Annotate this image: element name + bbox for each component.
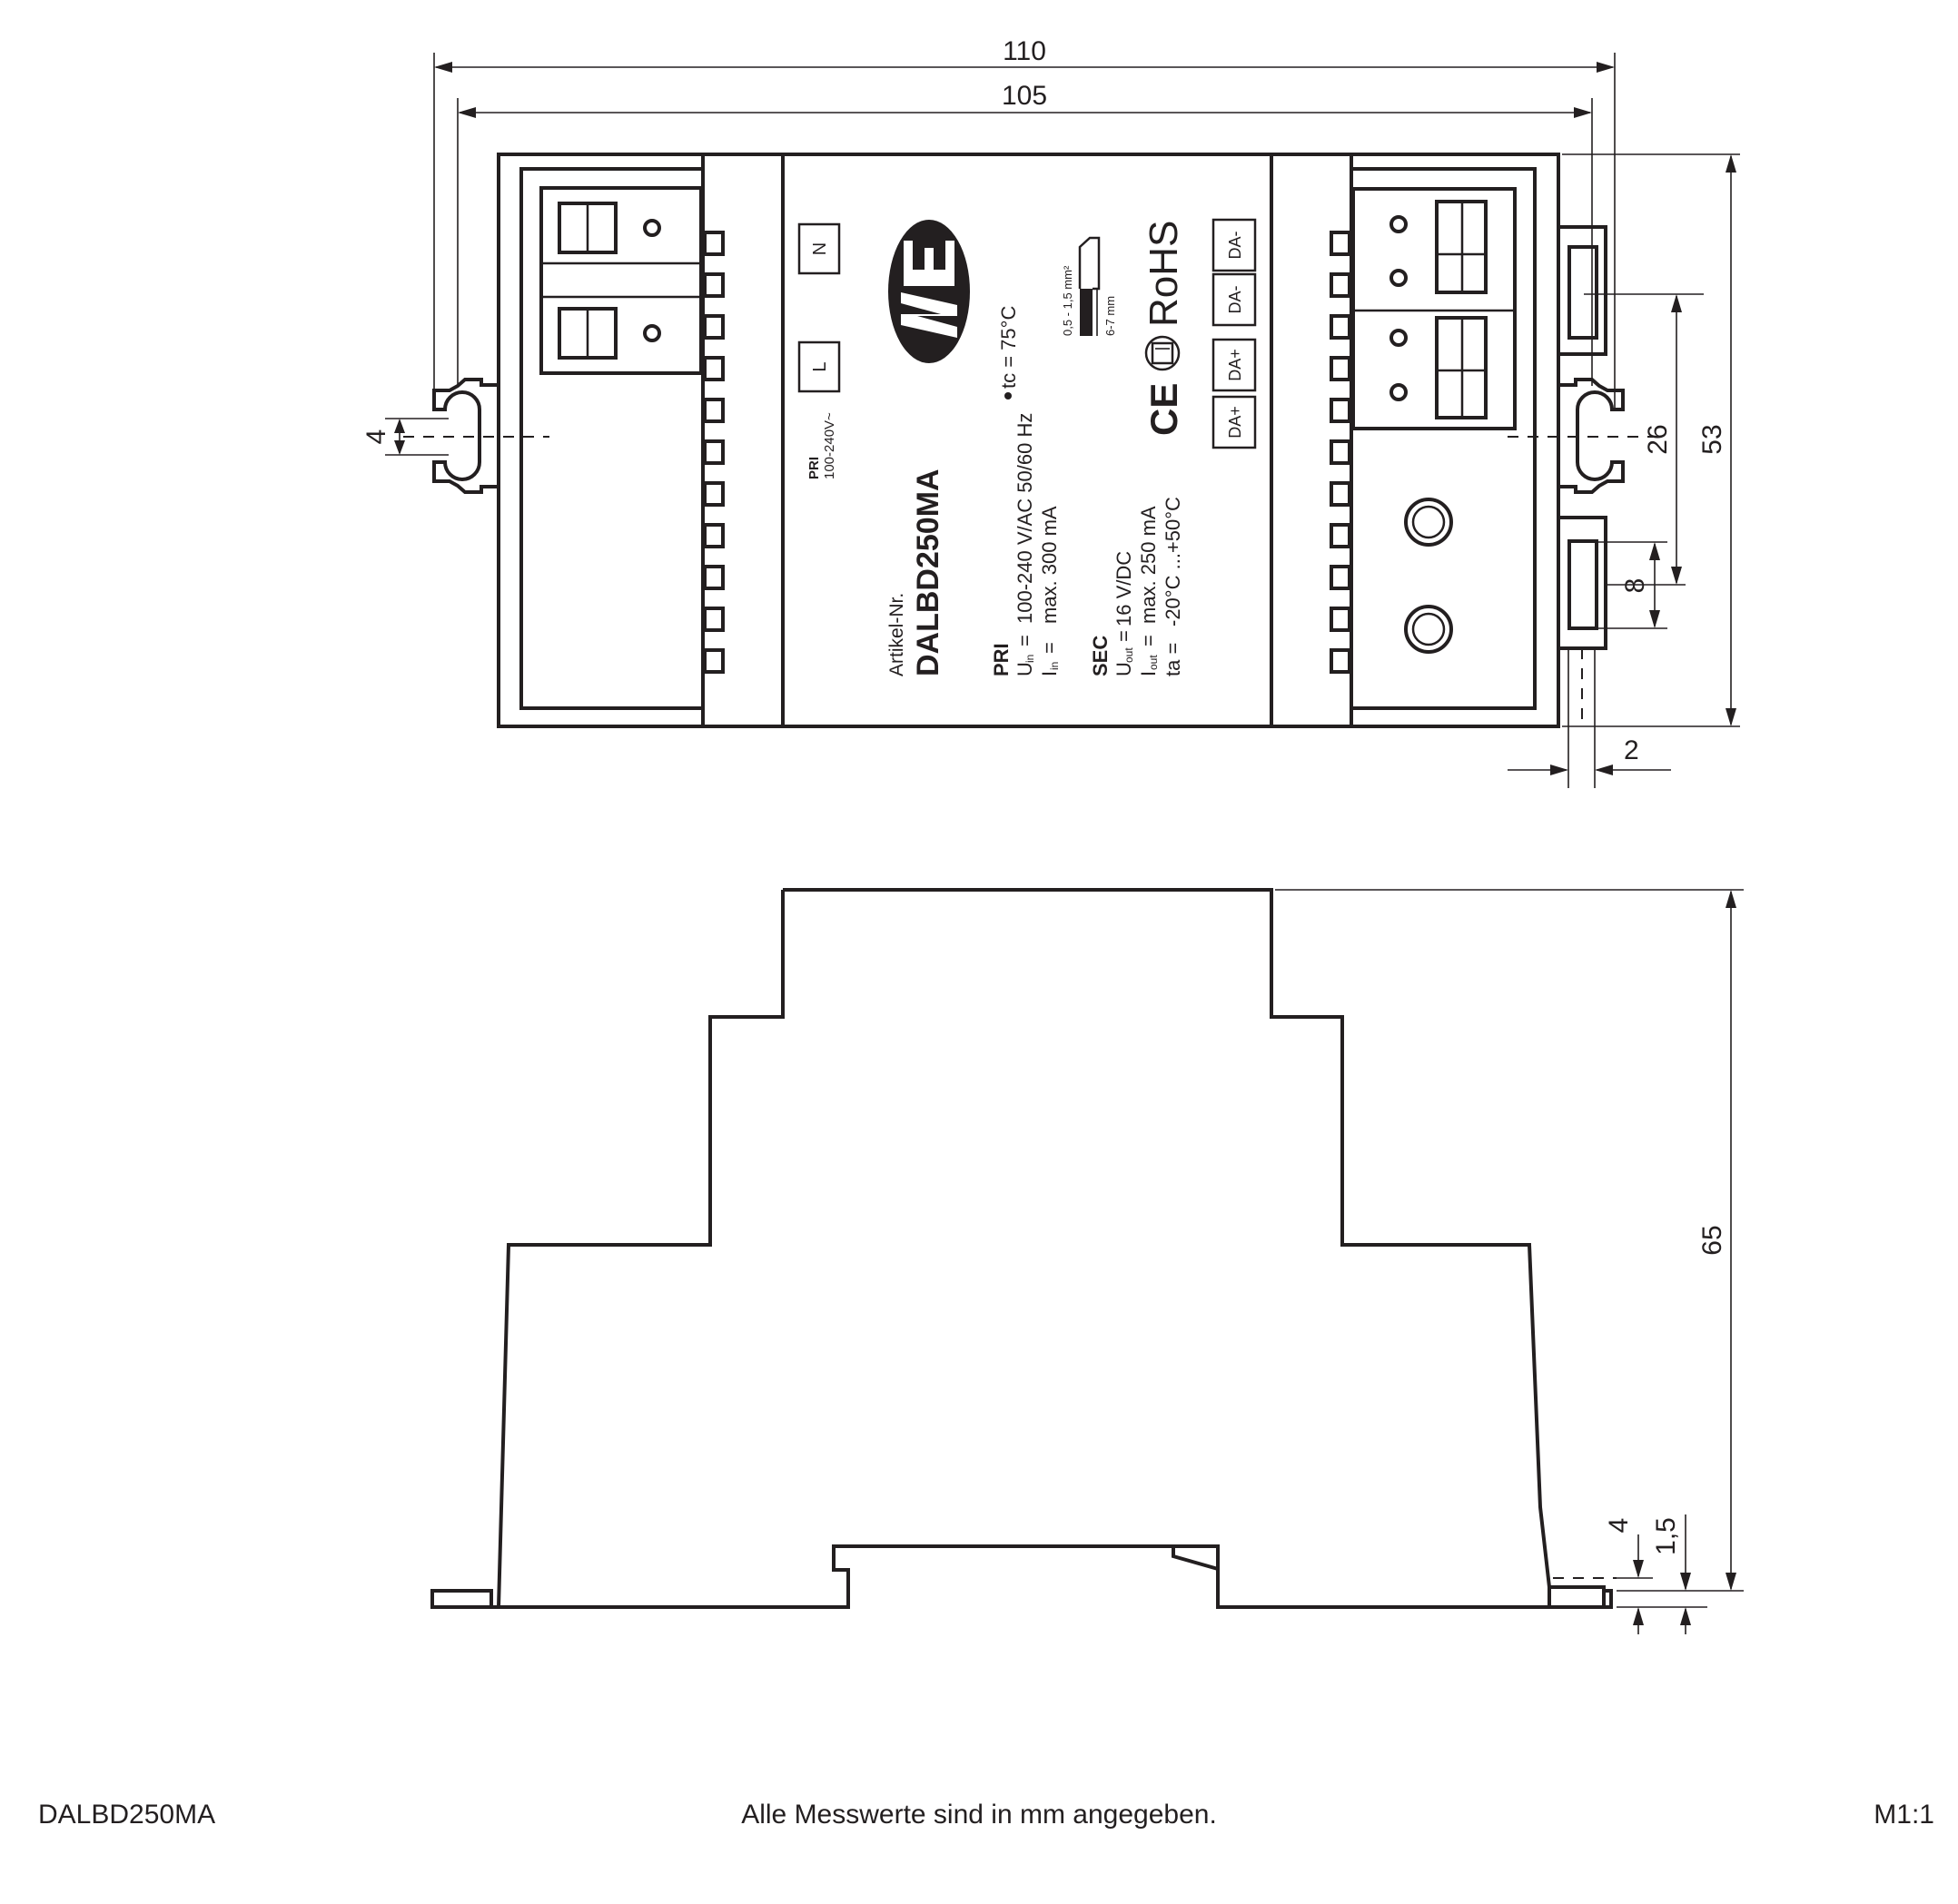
pri-voltage-label: 100-240V~	[822, 412, 837, 479]
dim-4b-text: 4	[1604, 1518, 1634, 1534]
da-label-2: DA-	[1226, 285, 1244, 313]
uout-eq: =	[1112, 630, 1135, 642]
iin-sub: in	[1048, 662, 1061, 670]
rib	[703, 565, 725, 590]
rib	[703, 356, 725, 381]
right-terminal-block	[1351, 187, 1517, 430]
footer-note: Alle Messwerte sind in mm angegeben.	[741, 1800, 1217, 1830]
iout-symbol: I	[1137, 671, 1160, 676]
wire-strip-icon: 0,5 - 1,5 mm² 6-7 mm	[1061, 236, 1117, 336]
rib	[1330, 523, 1351, 548]
rib	[1330, 481, 1351, 507]
rib	[1330, 398, 1351, 423]
rib	[1330, 356, 1351, 381]
da-label-3: DA+	[1226, 349, 1244, 381]
dim-53: 53	[1562, 153, 1740, 727]
housing-outline	[497, 153, 1560, 728]
led-indicator-top	[1404, 498, 1453, 547]
iout-value: max. 250 mA	[1137, 506, 1160, 624]
uin-symbol: U	[1014, 662, 1036, 676]
tc-label: tc = 75°C	[997, 306, 1020, 389]
wire-strip-length: 6-7 mm	[1103, 296, 1117, 336]
dim-110-text: 110	[1003, 36, 1046, 66]
rib	[1330, 648, 1351, 674]
rib	[1330, 231, 1351, 256]
side-profile-outline	[430, 888, 1613, 1609]
dim-26: 26	[1584, 293, 1704, 586]
pri-heading: PRI	[990, 643, 1013, 676]
rib	[703, 231, 725, 256]
article-label: Artikel-Nr.	[886, 593, 907, 676]
ta-value: -20°C ...+50°C	[1162, 497, 1184, 626]
uin-value: 100-240 V/AC 50/60 Hz	[1014, 413, 1036, 624]
dim-4-bottom: 4	[1604, 1518, 1707, 1634]
iin-value: max. 300 mA	[1038, 506, 1061, 624]
rib	[703, 523, 725, 548]
dim-65: 65	[1275, 889, 1744, 1592]
da-label-1: DA-	[1226, 231, 1244, 259]
rib	[1330, 439, 1351, 465]
dim-2: 2	[1508, 648, 1671, 788]
dim-53-text: 53	[1697, 424, 1727, 454]
rib	[703, 439, 725, 465]
ce-mark: CE	[1142, 383, 1185, 436]
iin-symbol: I	[1038, 671, 1061, 676]
terminal-l-label: L	[810, 361, 830, 371]
dim-1-5-text: 1,5	[1651, 1517, 1681, 1555]
rib	[1330, 607, 1351, 632]
uin-sub: in	[1024, 655, 1036, 663]
dim-105-text: 105	[1002, 81, 1047, 111]
uout-symbol: U	[1112, 662, 1135, 676]
article-number: DALBD250MA	[911, 469, 945, 676]
rib	[703, 607, 725, 632]
ta-symbol: ta =	[1162, 643, 1184, 676]
mounting-ear-left	[432, 378, 499, 494]
iout-eq: =	[1137, 635, 1160, 646]
rohs-mark: RoHS	[1142, 221, 1186, 327]
iin-eq: =	[1038, 642, 1061, 654]
dim-4-text: 4	[361, 429, 391, 445]
iout-sub: out	[1147, 655, 1160, 670]
side-view: 65 4 1,5	[430, 888, 1744, 1634]
dim-105: 105	[457, 81, 1593, 386]
uin-eq: =	[1014, 635, 1036, 646]
weee-icon	[1144, 335, 1181, 371]
front-view: N L PRI 100-240V~ tc = 75°C Artikel-Nr. …	[361, 36, 1740, 788]
dim-2-text: 2	[1624, 735, 1639, 765]
rib	[703, 648, 725, 674]
rib	[703, 314, 725, 340]
dim-1-5: 1,5	[1651, 1514, 1691, 1634]
evn-logo	[888, 220, 970, 363]
rib	[703, 398, 725, 423]
dim-110: 110	[433, 36, 1616, 409]
led-indicator-bottom	[1404, 605, 1453, 654]
wire-cross-section: 0,5 - 1,5 mm²	[1061, 265, 1074, 336]
dim-26-text: 26	[1643, 424, 1673, 454]
left-terminal-block	[539, 186, 703, 375]
dim-8: 8	[1584, 541, 1667, 629]
uout-value: 16 V/DC	[1112, 551, 1135, 626]
rib	[1330, 314, 1351, 340]
clip-upper	[1557, 225, 1607, 356]
dim-65-text: 65	[1697, 1225, 1727, 1255]
cooling-ribs-right	[1330, 231, 1351, 674]
cooling-ribs-left	[703, 231, 725, 674]
rib	[1330, 565, 1351, 590]
dim-4-slot: 4	[361, 418, 449, 456]
uout-sub: out	[1122, 647, 1135, 663]
footer-model: DALBD250MA	[38, 1800, 216, 1830]
pri-small-label: PRI	[806, 457, 822, 479]
sec-heading: SEC	[1089, 636, 1112, 676]
footer-scale: M1:1	[1874, 1800, 1934, 1830]
da-label-4: DA+	[1226, 406, 1244, 439]
dim-8-text: 8	[1620, 578, 1650, 594]
rib	[703, 272, 725, 298]
rib	[703, 481, 725, 507]
terminal-n-label: N	[810, 242, 830, 255]
rib	[1330, 272, 1351, 298]
